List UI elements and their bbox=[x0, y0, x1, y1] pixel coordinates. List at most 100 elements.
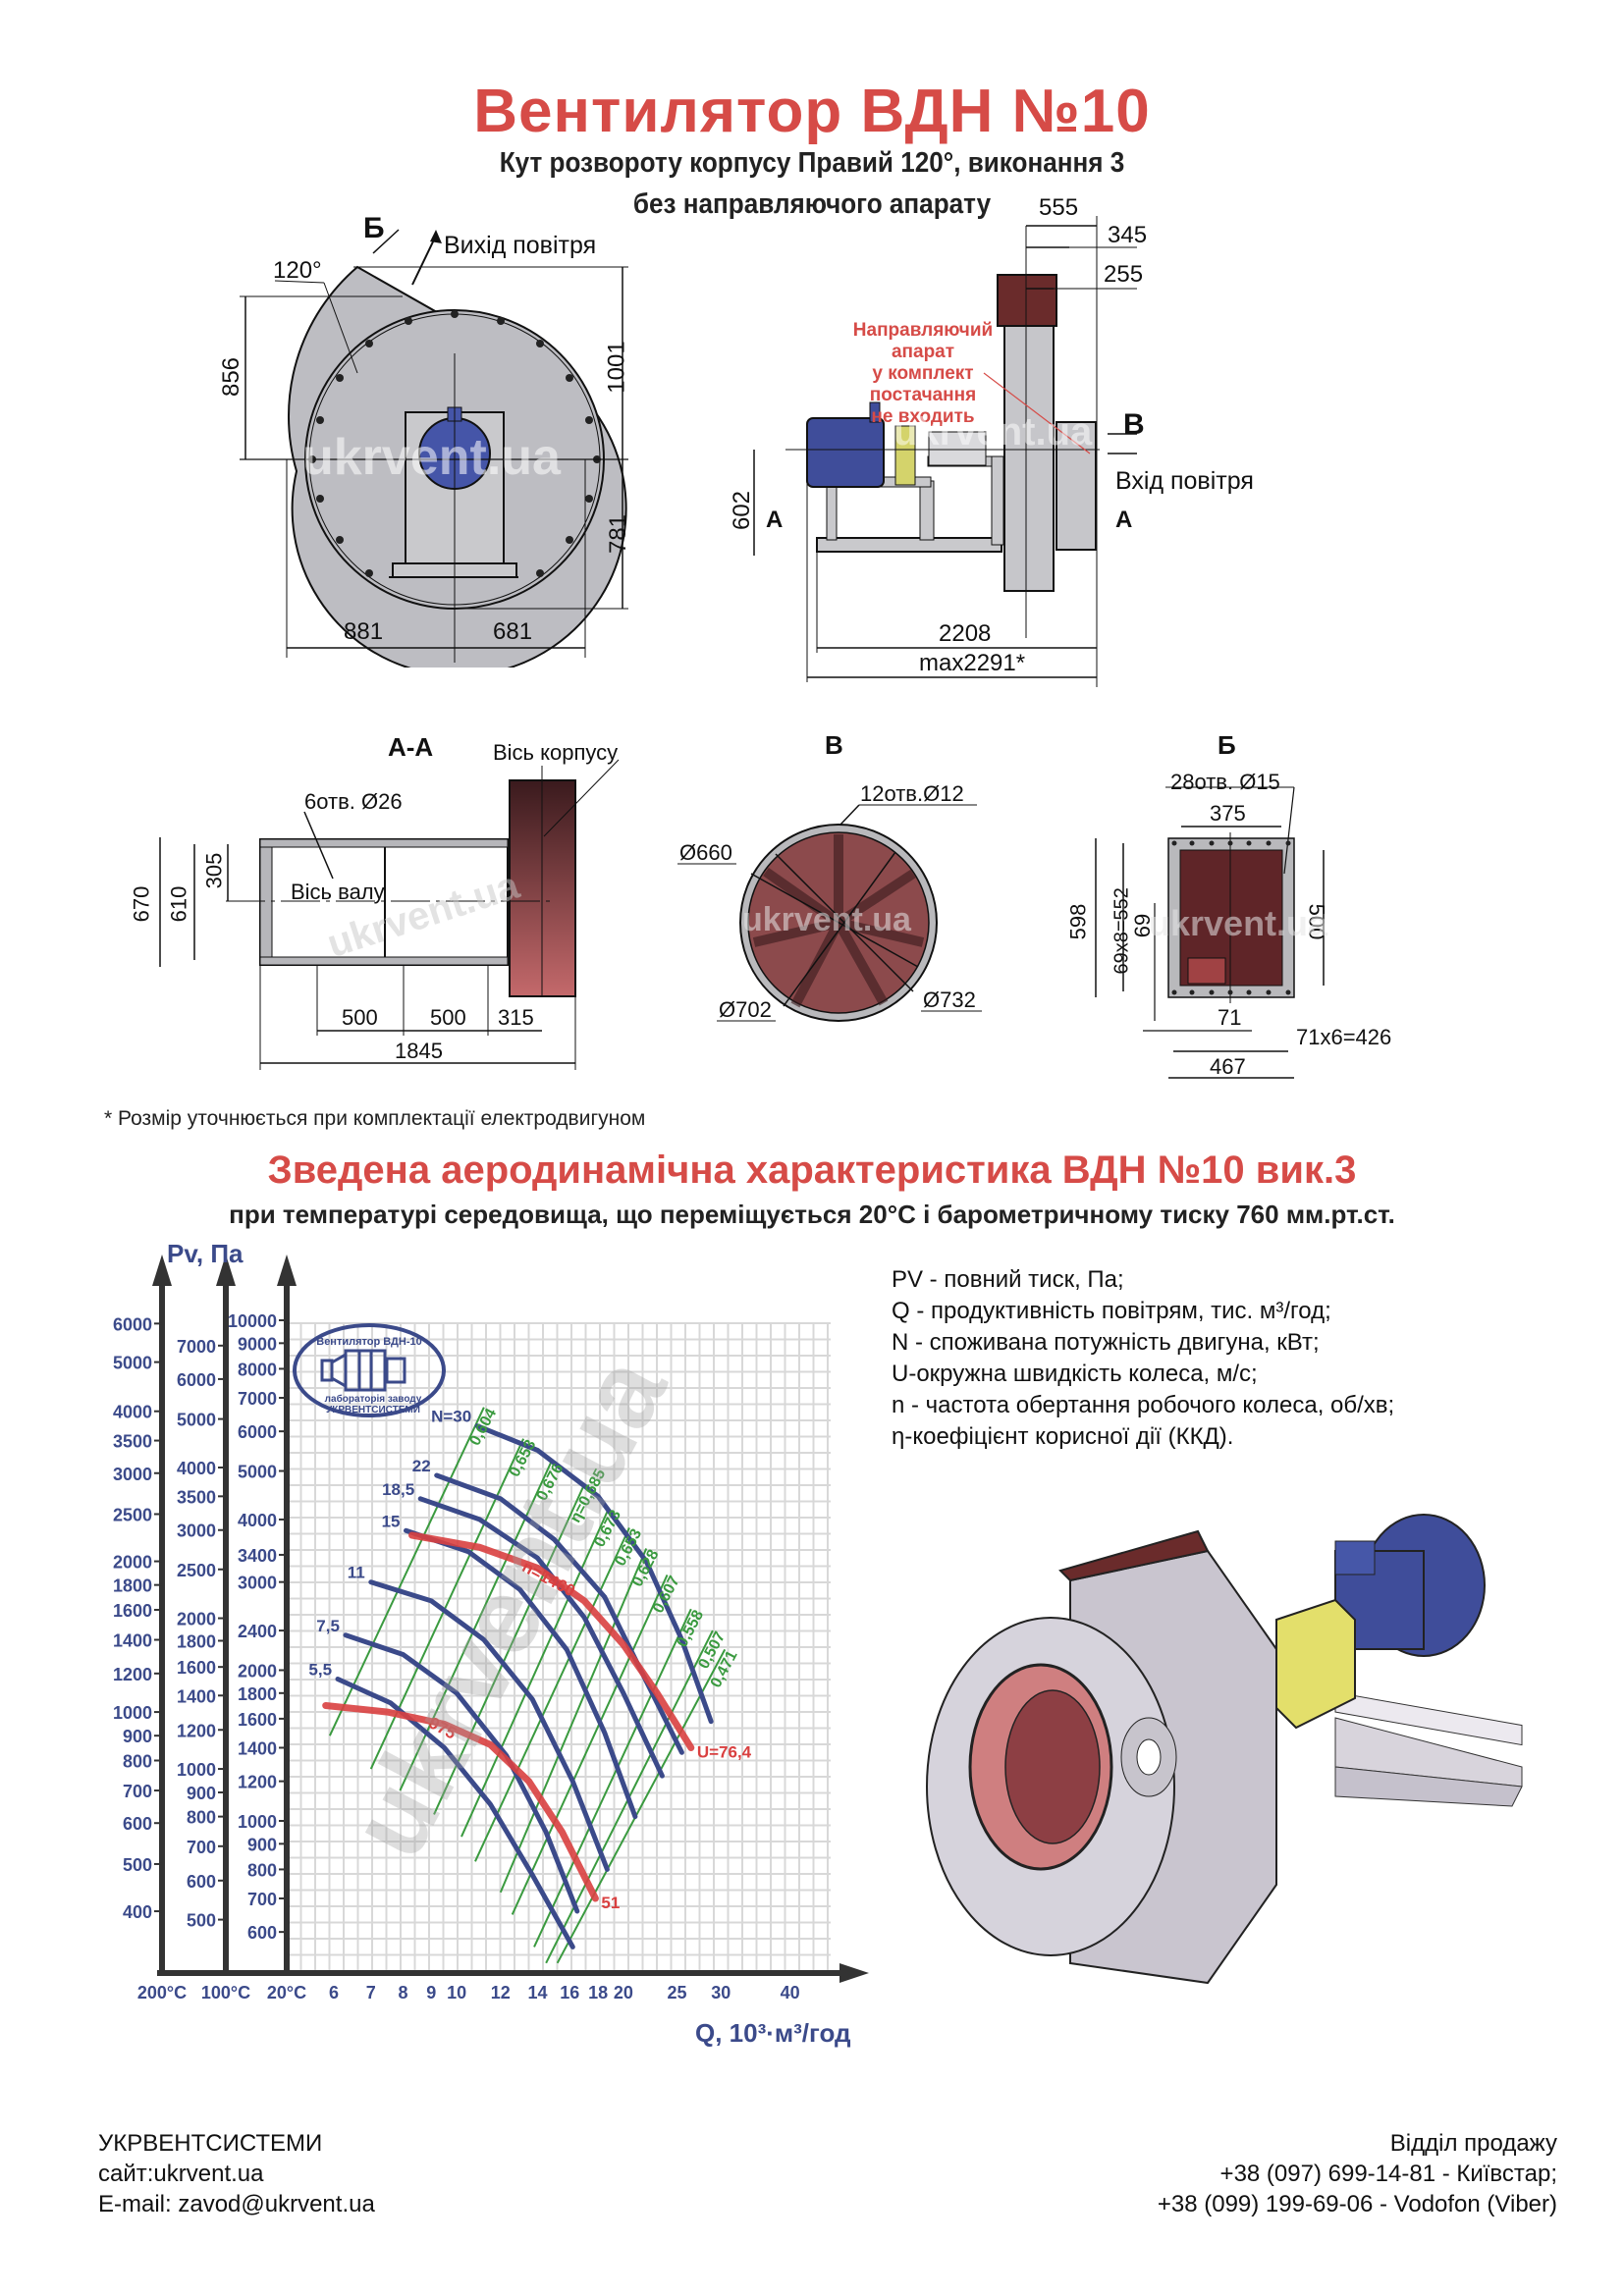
dim-856: 856 bbox=[218, 356, 245, 398]
efficiency-line bbox=[328, 1407, 485, 1736]
legend-item-n-rpm: n - частота обертання робочого колеса, о… bbox=[892, 1392, 1395, 1418]
speed-curve bbox=[322, 1702, 599, 1902]
chart-title: Зведена аеродинамічна характеристика ВДН… bbox=[267, 1148, 1357, 1192]
y-tick-label: 1400 bbox=[113, 1631, 152, 1651]
efficiency-line bbox=[556, 1648, 727, 1964]
power-curve bbox=[474, 1423, 714, 1725]
y-tick-label: 4000 bbox=[113, 1403, 152, 1422]
dim-315: 315 bbox=[498, 1005, 534, 1030]
dim-500-a: 500 bbox=[342, 1005, 378, 1030]
power-curve bbox=[368, 1579, 610, 1872]
legend-item-q: Q - продуктивність повітрям, тис. м³/год… bbox=[892, 1298, 1331, 1324]
guide-vane-note: Направляючий апарат у комплект постачанн… bbox=[825, 320, 1021, 428]
x-tick-label: 16 bbox=[560, 1983, 579, 2002]
tip-speed-label: U=76,4 bbox=[697, 1742, 752, 1761]
dim-681: 681 bbox=[493, 618, 533, 645]
dim-781: 781 bbox=[605, 513, 632, 555]
view-v-title: В bbox=[825, 730, 843, 760]
section-aa-drawing: А-А Вісь корпусу 6отв. Ø26 Вісь валу 670… bbox=[128, 726, 697, 1090]
view-b-drawing: Б 28отв. Ø15 375 598 69x8=552 69 500 71 … bbox=[1060, 726, 1414, 1099]
y-tick-label: 1000 bbox=[177, 1760, 216, 1780]
footer-company: УКРВЕНТСИСТЕМИ сайт:ukrvent.ua E-mail: z… bbox=[98, 2128, 375, 2219]
subtitle-no-guide-vane: без направляючого апарату bbox=[632, 188, 992, 220]
aerodynamic-chart: 6000500040003500300025002000180016001400… bbox=[113, 1239, 869, 2048]
dim-1845: 1845 bbox=[395, 1039, 443, 1063]
base-frame bbox=[816, 537, 1002, 553]
chart-subtitle: при температурі середовища, що переміщує… bbox=[229, 1200, 1395, 1229]
dim-2208: 2208 bbox=[939, 620, 992, 647]
fan-3d-svg bbox=[926, 1514, 1523, 1985]
y-tick-label: 7000 bbox=[238, 1389, 277, 1409]
power-curve-label: 18,5 bbox=[382, 1480, 414, 1499]
dim-71x6: 71x6=426 bbox=[1296, 1025, 1392, 1049]
y-tick-label: 1600 bbox=[113, 1601, 152, 1621]
note-line: Направляючий апарат bbox=[852, 320, 994, 362]
y-tick-label: 1400 bbox=[177, 1686, 216, 1706]
y-tick-label: 600 bbox=[247, 1923, 277, 1943]
view-v-svg bbox=[677, 804, 982, 1022]
y-tick-label: 3000 bbox=[177, 1522, 216, 1541]
subtitle-rotation: Кут розвороту корпусу Правий 120°, викон… bbox=[499, 147, 1125, 179]
y-tick-label: 1600 bbox=[177, 1658, 216, 1678]
watermark: ukrvent.ua bbox=[742, 901, 911, 938]
email-link[interactable]: E-mail: zavod@ukrvent.ua bbox=[98, 2191, 375, 2217]
y-tick-label: 600 bbox=[187, 1872, 216, 1892]
power-curve bbox=[343, 1632, 580, 1914]
y-tick-label: 4000 bbox=[177, 1459, 216, 1478]
dim-467: 467 bbox=[1210, 1054, 1246, 1079]
x-tick-label: 14 bbox=[528, 1983, 548, 2002]
x-tick-label: 6 bbox=[329, 1983, 339, 2002]
front-view-drawing: Б Вихід повітря 120° 856 1001 781 881 68… bbox=[218, 206, 677, 677]
temperature-label: 20°C bbox=[267, 1983, 306, 2002]
section-a-marker-left: А bbox=[766, 507, 784, 533]
y-tick-label: 5000 bbox=[113, 1354, 152, 1373]
motor bbox=[806, 417, 885, 488]
holes-label: 12отв.Ø12 bbox=[860, 781, 964, 806]
power-curve-label: 22 bbox=[412, 1457, 431, 1475]
y-tick-label: 700 bbox=[247, 1890, 277, 1909]
stamp-bottom-text-1: лабораторія заводу bbox=[325, 1393, 422, 1405]
temperature-label: 200°C bbox=[137, 1983, 187, 2002]
site-link[interactable]: сайт:ukrvent.ua bbox=[98, 2161, 264, 2187]
efficiency-line bbox=[460, 1508, 610, 1838]
view-b-marker: Б bbox=[363, 212, 385, 244]
phone-kyivstar[interactable]: +38 (097) 699-14-81 - Київстар; bbox=[1219, 2161, 1557, 2187]
chart-labels: 6000500040003500300025002000180016001400… bbox=[113, 1311, 800, 2002]
y-tick-label: 600 bbox=[123, 1814, 152, 1834]
air-inlet-label: Вхід повітря bbox=[1115, 467, 1254, 495]
dim-598: 598 bbox=[1065, 903, 1091, 940]
y-tick-label: 2000 bbox=[177, 1610, 216, 1629]
y-tick-label: 3000 bbox=[238, 1574, 277, 1593]
dim-max2291: max2291* bbox=[919, 650, 1026, 676]
y-tick-label: 3000 bbox=[113, 1465, 152, 1484]
side-view-svg bbox=[753, 216, 1137, 687]
y-tick-label: 800 bbox=[247, 1860, 277, 1880]
y-tick-label: 5000 bbox=[177, 1411, 216, 1430]
dim-670: 670 bbox=[129, 885, 154, 923]
coupling bbox=[894, 425, 916, 486]
holes-label: 28отв. Ø15 bbox=[1170, 770, 1280, 794]
phone-vodafone[interactable]: +38 (099) 199-69-06 - Vodofon (Viber) bbox=[1157, 2191, 1557, 2217]
y-tick-label: 800 bbox=[187, 1808, 216, 1828]
y-tick-label: 10000 bbox=[228, 1311, 277, 1331]
y-tick-label: 500 bbox=[123, 1855, 152, 1875]
y-tick-label: 1400 bbox=[238, 1738, 277, 1758]
footer-sales: Відділ продажу +38 (097) 699-14-81 - Киї… bbox=[1158, 2128, 1557, 2219]
section-aa-svg bbox=[159, 759, 620, 1070]
front-view-svg bbox=[240, 229, 628, 677]
outlet-flange bbox=[997, 274, 1057, 327]
chart-axes bbox=[152, 1255, 869, 1983]
x-tick-label: 12 bbox=[491, 1983, 511, 2002]
efficiency-line bbox=[433, 1483, 586, 1815]
y-tick-label: 900 bbox=[247, 1835, 277, 1854]
shaft-axis-label: Вісь валу bbox=[291, 880, 385, 904]
y-tick-label: 6000 bbox=[238, 1422, 277, 1442]
y-tick-label: 1200 bbox=[177, 1721, 216, 1740]
dim-345: 345 bbox=[1108, 222, 1148, 248]
dim-255: 255 bbox=[1104, 261, 1144, 288]
x-axis-title: Q, 10³·м³/год bbox=[695, 2018, 851, 2048]
power-curve-label: 7,5 bbox=[316, 1617, 340, 1635]
watermark: ukrvent.ua bbox=[1149, 903, 1328, 943]
y-tick-label: 3500 bbox=[177, 1487, 216, 1507]
x-tick-label: 25 bbox=[668, 1983, 687, 2002]
